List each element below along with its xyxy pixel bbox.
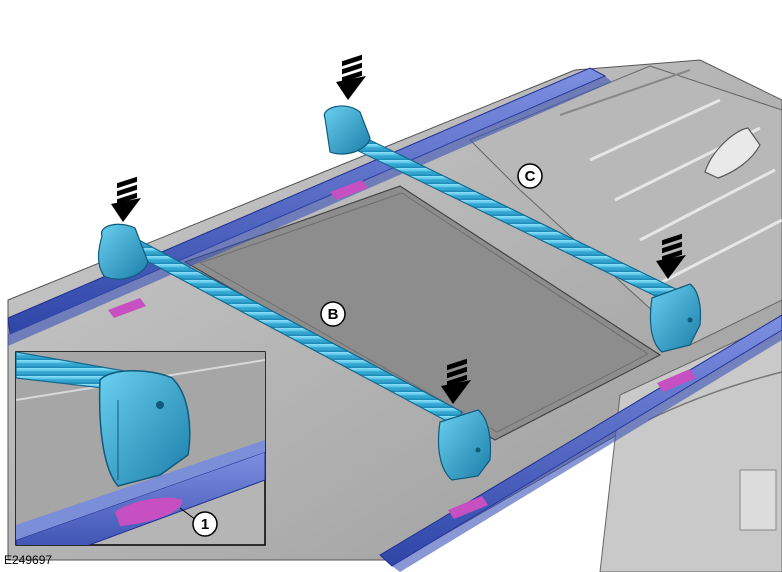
inset-detail bbox=[15, 351, 266, 546]
callout-c: C bbox=[517, 163, 543, 189]
callout-1: 1 bbox=[179, 507, 218, 537]
callout-b-label: B bbox=[328, 306, 339, 323]
callout-b: B bbox=[320, 301, 346, 327]
down-arrow-icon bbox=[441, 358, 471, 404]
callout-c-label: C bbox=[525, 168, 536, 185]
press-arrows bbox=[111, 54, 686, 404]
crossbar-c bbox=[323, 105, 702, 353]
crossbar-b bbox=[97, 223, 492, 481]
down-arrow-icon bbox=[111, 176, 141, 222]
down-arrow-icon bbox=[656, 233, 686, 279]
callout-1-label: 1 bbox=[201, 516, 209, 533]
down-arrow-icon bbox=[336, 54, 366, 100]
figure-id-label: E249697 bbox=[4, 553, 53, 567]
side-rail-left bbox=[7, 67, 612, 346]
mounting-markers bbox=[108, 180, 696, 519]
